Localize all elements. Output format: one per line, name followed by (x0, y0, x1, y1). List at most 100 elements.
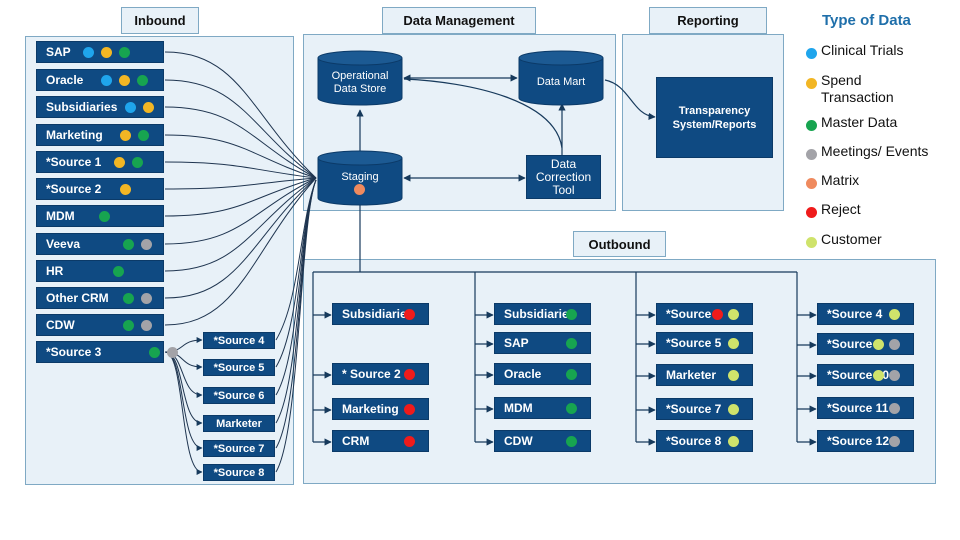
outbound-target[interactable]: Marketing (332, 398, 429, 420)
legend-title: Type of Data (822, 12, 911, 29)
correction-to-ods-curve (403, 78, 563, 149)
customer-dot (728, 337, 739, 349)
subsource-to-staging-wire (275, 179, 317, 473)
outbound-target[interactable]: SAP (494, 332, 591, 354)
inbound-source-oracle[interactable]: Oracle (36, 69, 164, 91)
inbound-source-mdm[interactable]: MDM (36, 205, 164, 227)
node-label: Marketer (216, 417, 262, 430)
data-correction-tool[interactable]: Data Correction Tool (526, 155, 601, 199)
outbound-target[interactable]: *Source 4 (817, 303, 914, 325)
clinical-dot (101, 74, 112, 86)
matrix-dot (354, 183, 365, 195)
inbound-source-other-crm[interactable]: Other CRM (36, 287, 164, 309)
customer-dot (728, 435, 739, 447)
reporting-section-title: Reporting (649, 7, 767, 34)
legend-label: Master Data (821, 114, 898, 130)
outbound-target[interactable]: Subsidiaries (494, 303, 591, 325)
staging[interactable]: Staging (317, 150, 403, 206)
customer-dot (728, 369, 739, 381)
outbound-target[interactable]: *Source 11 (817, 397, 914, 419)
spend-dot (806, 78, 817, 89)
node-label: Other CRM (46, 291, 109, 305)
inbound-source-veeva[interactable]: Veeva (36, 233, 164, 255)
master-dot (566, 368, 577, 380)
operational-data-store[interactable]: Operational Data Store (317, 50, 403, 106)
inbound-source-source-3[interactable]: *Source 3 (36, 341, 178, 363)
node-label: *Source 7 (213, 442, 265, 455)
node-label: *Source 11 (827, 401, 889, 415)
inbound-source-cdw[interactable]: CDW (36, 314, 164, 336)
inbound-subsource[interactable]: *Source 5 (203, 359, 275, 376)
node-label: Marketing (46, 128, 103, 142)
node-label: *Source 1 (46, 155, 102, 169)
inbound-wire (164, 177, 317, 272)
data-correction-tool-label: Data Correction Tool (535, 156, 592, 197)
master-dot (138, 129, 149, 141)
node-label: *Source 5 (213, 361, 265, 374)
node-label: Marketer (666, 368, 717, 382)
node-label: *Source 2 (46, 182, 102, 196)
inbound-wire (164, 177, 317, 190)
node-label: *Source 12 (827, 434, 890, 448)
subsource-arrow (164, 351, 203, 475)
node-label: Veeva (46, 237, 81, 251)
database-icon (317, 50, 403, 106)
outbound-target[interactable]: CRM (332, 430, 429, 452)
inbound-subsource[interactable]: *Source 7 (203, 440, 275, 457)
legend-label: Customer (821, 231, 882, 247)
inbound-subsource[interactable]: *Source 4 (203, 332, 275, 349)
node-label: *Source 3 (46, 345, 102, 359)
master-dot (566, 337, 577, 349)
outbound-target[interactable]: *Source 5 (656, 332, 753, 354)
node-label: *Source 8 (213, 466, 265, 479)
node-label: *Source 6 (213, 389, 265, 402)
inbound-subsource[interactable]: Marketer (203, 415, 275, 432)
inbound-source-subsidiaries[interactable]: Subsidiaries (36, 96, 164, 118)
legend-label: Matrix (821, 172, 860, 188)
data-mart[interactable]: Data Mart (518, 50, 604, 106)
outbound-section-title: Outbound (573, 231, 666, 257)
inbound-source-source-1[interactable]: *Source 1 (36, 151, 164, 173)
outbound-target[interactable]: CDW (494, 430, 591, 452)
outbound-target[interactable]: *Source 6 (656, 303, 753, 325)
inbound-section-title: Inbound (121, 7, 199, 34)
transparency-system-label: Transparency System/Reports (672, 104, 757, 131)
outbound-target[interactable]: * Source 2 (332, 363, 429, 385)
ods-label: Operational Data Store (331, 70, 389, 95)
reject-dot (806, 207, 817, 218)
inbound-subsource[interactable]: *Source 6 (203, 387, 275, 404)
inbound-subsource[interactable]: *Source 8 (203, 464, 275, 481)
inbound-source-source-2[interactable]: *Source 2 (36, 178, 164, 200)
clinical-dot (125, 101, 136, 113)
node-label: Oracle (46, 73, 84, 87)
customer-dot (728, 403, 739, 415)
outbound-target[interactable]: *Source 10 (817, 364, 914, 386)
outbound-target[interactable]: *Source 7 (656, 398, 753, 420)
node-label: *Source 5 (666, 336, 722, 350)
node-label: CDW (46, 318, 75, 332)
outbound-target[interactable]: Subsidiaries (332, 303, 429, 325)
customer-dot (873, 338, 884, 350)
node-label: *Source 4 (827, 307, 883, 321)
staging-label: Staging (341, 171, 379, 183)
reject-dot (404, 308, 415, 320)
inbound-source-marketing[interactable]: Marketing (36, 124, 164, 146)
outbound-target[interactable]: MDM (494, 397, 591, 419)
outbound-target[interactable]: *Source 12 (817, 430, 914, 452)
inbound-source-hr[interactable]: HR (36, 260, 164, 282)
outbound-target[interactable]: *Source 8 (656, 430, 753, 452)
datamart-to-reports-arrow (604, 79, 656, 121)
reject-dot (712, 308, 723, 320)
transparency-system-reports[interactable]: Transparency System/Reports (656, 77, 773, 158)
outbound-target[interactable]: *Source 9 (817, 333, 914, 355)
outbound-target[interactable]: Oracle (494, 363, 591, 385)
reject-dot (404, 435, 415, 447)
node-label: * Source 2 (342, 367, 401, 381)
meetings-dot (889, 435, 900, 447)
outbound-target[interactable]: Marketer (656, 364, 753, 386)
meetings-dot (889, 369, 900, 381)
node-label: Subsidiaries (342, 307, 414, 321)
inbound-wire (164, 177, 317, 245)
customer-dot (806, 237, 817, 248)
inbound-source-sap[interactable]: SAP (36, 41, 164, 63)
